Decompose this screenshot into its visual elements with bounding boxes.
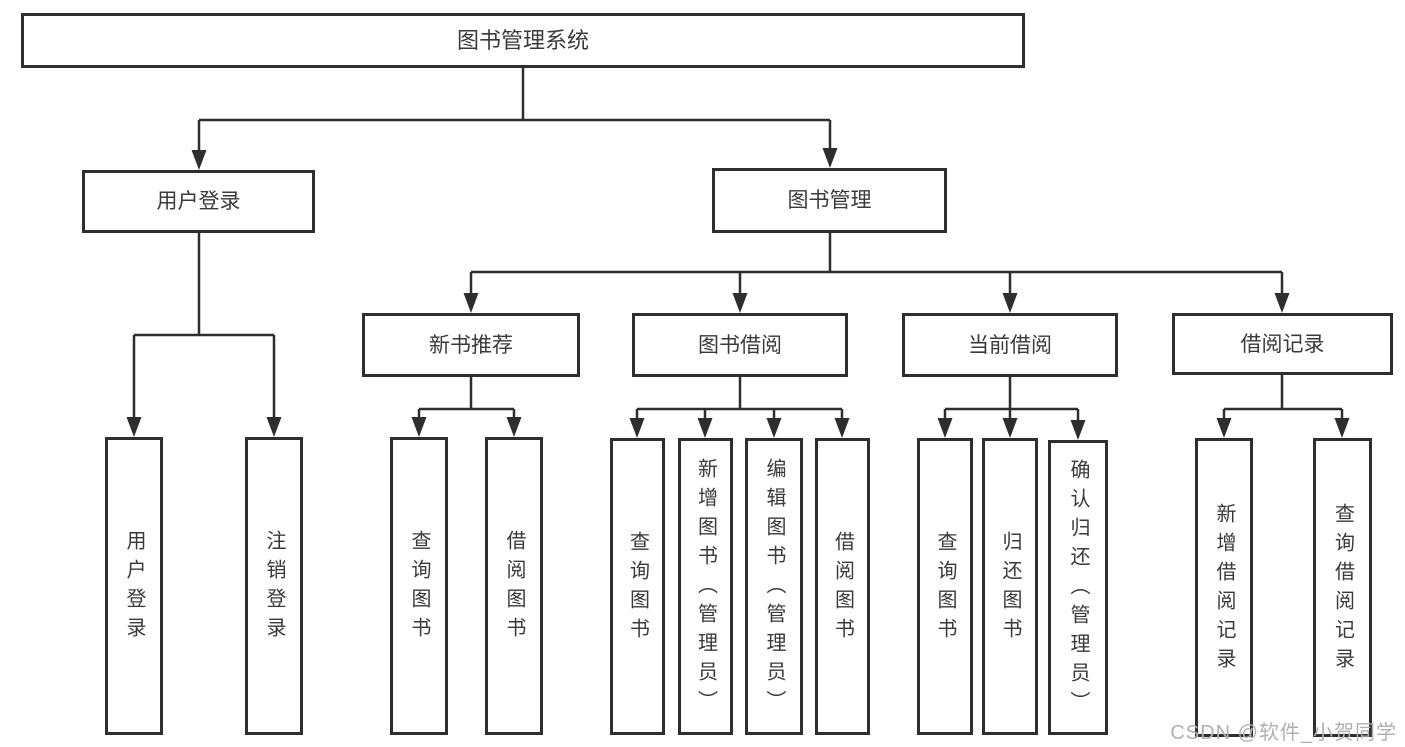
- leaf-current-query-books: 查询图书: [917, 438, 973, 735]
- arrowheads-bookborrow-children: [629, 418, 850, 438]
- leaf-records-add: 新增借阅记录: [1195, 438, 1253, 737]
- connector-root-to-level2: [197, 68, 832, 152]
- leaf-logout: 注销登录: [245, 437, 303, 735]
- node-new-book-recommend: 新书推荐: [362, 313, 580, 377]
- arrowheads-level3: [463, 293, 1290, 313]
- connector-newbooks-children: [417, 377, 516, 419]
- arrowheads-records-children: [1216, 418, 1350, 438]
- connector-records-children: [1222, 375, 1344, 420]
- leaf-user-login: 用户登录: [105, 437, 163, 735]
- leaf-records-query: 查询借阅记录: [1313, 438, 1372, 737]
- arrowheads-level2: [191, 148, 838, 170]
- arrowheads-newbooks-children: [411, 417, 522, 437]
- leaf-new-query-books: 查询图书: [390, 437, 448, 735]
- leaf-borrow-query-books: 查询图书: [610, 438, 665, 735]
- node-root-library-management-system: 图书管理系统: [21, 13, 1025, 68]
- leaf-borrow-edit-books-admin: 编辑图书（管理员）: [745, 438, 803, 735]
- leaf-current-confirm-return-admin: 确认归还（管理员）: [1048, 440, 1108, 735]
- csdn-watermark: CSDN @软件_小贺同学: [1170, 722, 1397, 744]
- connector-userlogin-children: [132, 233, 276, 419]
- node-book-management: 图书管理: [712, 168, 947, 233]
- arrowheads-userlogin-children: [126, 417, 282, 437]
- node-current-borrow: 当前借阅: [902, 313, 1118, 377]
- node-user-login: 用户登录: [82, 170, 315, 233]
- leaf-borrow-borrow-books: 借阅图书: [815, 438, 870, 735]
- node-borrow-records: 借阅记录: [1172, 313, 1393, 375]
- leaf-new-borrow-books: 借阅图书: [485, 437, 543, 735]
- node-book-borrow: 图书借阅: [632, 313, 848, 377]
- arrowheads-currentborrow-children: [937, 418, 1086, 440]
- connector-bookborrow-children: [635, 377, 844, 420]
- connector-bookmgmt-to-level3: [469, 233, 1284, 295]
- leaf-current-return-books: 归还图书: [982, 438, 1038, 735]
- connector-currentborrow-children: [943, 377, 1080, 422]
- leaf-borrow-add-books-admin: 新增图书（管理员）: [678, 438, 733, 735]
